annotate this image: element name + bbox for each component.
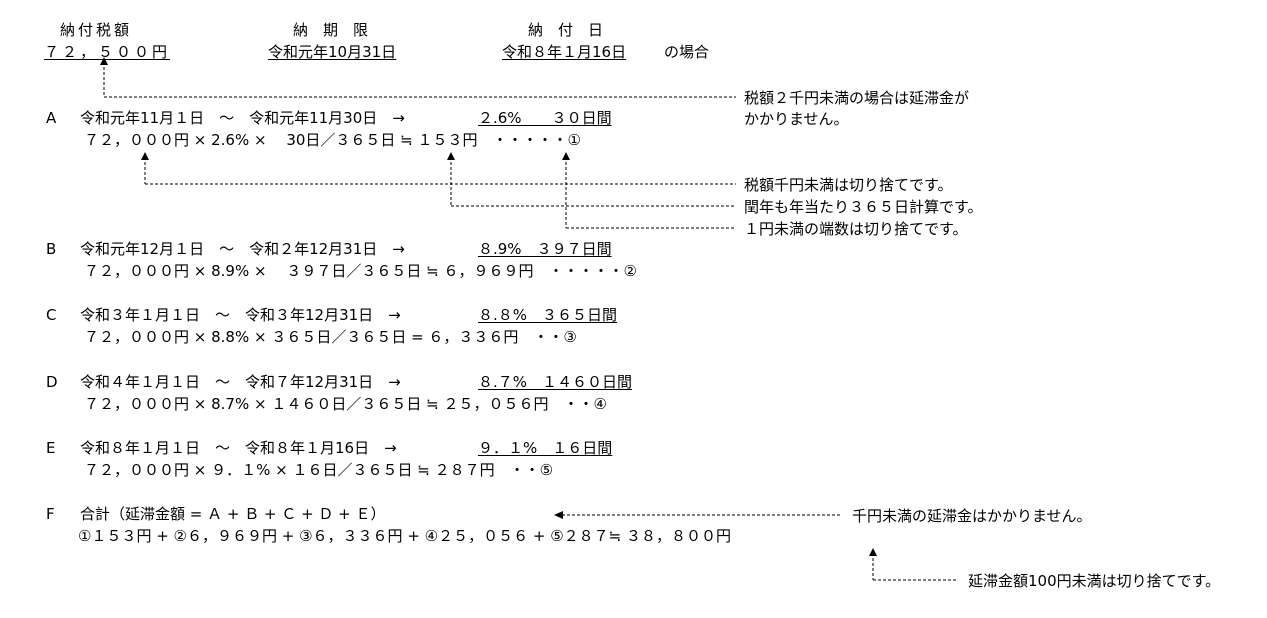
section-e-calc: ７２，０００円 × ９．１% × １６日／３６５日 ≒ ２８７円 ・・⑤ [84, 461, 554, 479]
section-a-calc: ７２，０００円 × 2.6% × 30日／３６５日 ≒ １５３円 ・・・・・① [84, 131, 581, 149]
section-a-period: 令和元年11月１日 ～ 令和元年11月30日 → [80, 109, 405, 127]
hundred-truncation-note: 延滞金額100円未満は切り捨てです。 [968, 572, 1221, 590]
section-d-period: 令和４年１月１日 ～ 令和７年12月31日 → [80, 373, 401, 391]
section-a-rate: ２.6% ３０日間 [478, 109, 612, 127]
section-d-rate: ８.７% １４６０日間 [478, 373, 633, 391]
leap-year-note: 閏年も年当たり３６５日計算です。 [744, 198, 983, 216]
section-e-period: 令和８年１月１日 ～ 令和８年１月16日 → [80, 439, 397, 457]
section-b-rate: ８.9% ３９７日間 [478, 240, 612, 258]
section-c-rate: ８.８% ３６５日間 [478, 306, 618, 324]
section-d-letter: D [46, 373, 58, 391]
leap-arrow-icon [447, 152, 455, 160]
section-b-calc: ７２，０００円 × 8.9% × ３９７日／３６５日 ≒ ６，９６９円 ・・・・… [84, 262, 637, 280]
case-suffix: の場合 [664, 43, 710, 61]
section-a-letter: A [46, 109, 57, 127]
tax-amount-value: ７２，５００円 [44, 43, 171, 61]
deadline-label: 納 期 限 [293, 21, 369, 39]
payday-value: 令和８年１月16日 [502, 43, 627, 61]
section-e-rate: ９．１% １６日間 [478, 439, 613, 457]
tax-threshold-note-line2: かかりません。 [744, 110, 849, 128]
section-d-calc: ７２，０００円 × 8.7% × １４６０日／３６５日 ≒ ２５，０５６円 ・・… [84, 395, 607, 413]
payday-label: 納 付 日 [528, 21, 604, 39]
section-b-period: 令和元年12月１日 ～ 令和２年12月31日 → [80, 240, 405, 258]
section-f-letter: F [46, 505, 55, 523]
section-b-letter: B [46, 240, 57, 258]
thousand-arrow-icon [141, 152, 149, 160]
section-c-period: 令和３年１月１日 ～ 令和３年12月31日 → [80, 306, 401, 324]
section-c-letter: C [46, 306, 57, 324]
thousand-truncation-note: 税額千円未満は切り捨てです。 [744, 176, 953, 194]
deadline-value: 令和元年10月31日 [268, 43, 397, 61]
tax-amount-label: 納付税額 [60, 21, 133, 39]
section-e-letter: E [46, 439, 56, 457]
yen-arrow-icon [562, 152, 570, 160]
total-threshold-note: 千円未満の延滞金はかかりません。 [852, 507, 1092, 525]
hundred-arrow-icon [869, 548, 877, 556]
section-c-calc: ７２，０００円 × 8.8% × ３６５日／３６５日 = ６，３３６円 ・・③ [84, 328, 577, 346]
yen-fraction-note: １円未満の端数は切り捨てです。 [744, 220, 968, 238]
tax-threshold-note-line1: 税額２千円未満の場合は延滞金が [744, 89, 970, 107]
section-f-period: 合計（延滞金額 = Ａ + Ｂ + Ｃ + Ｄ + Ｅ） [80, 505, 386, 523]
total-arrow-icon [554, 511, 563, 519]
section-f-calc: ①１５３円 + ②６，９６９円 + ③６，３３６円 + ④２５，０５６ + ⑤２… [78, 527, 732, 545]
